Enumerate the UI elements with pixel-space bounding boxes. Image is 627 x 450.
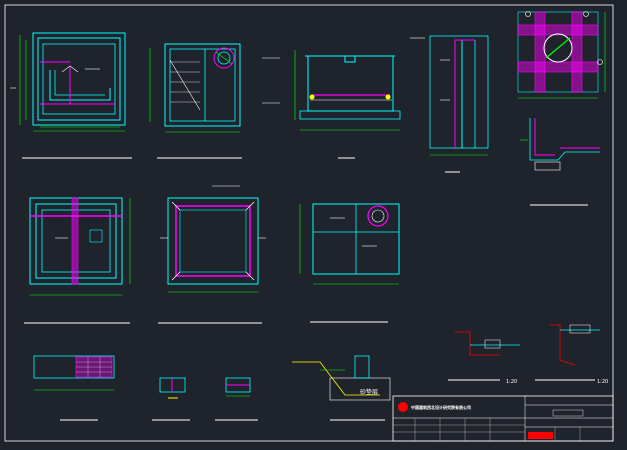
section-view-1: [262, 50, 401, 159]
plan-view-2: [149, 43, 242, 159]
reinforcement-plan: [517, 11, 606, 99]
plan-view-4: [158, 185, 266, 324]
section-view-2: [410, 35, 489, 173]
company-name: 中国建筑西北设计研究院有限公司: [411, 404, 471, 410]
foundation-detail: [292, 355, 391, 421]
detail-view-2: [33, 355, 115, 421]
company-logo: [398, 402, 408, 412]
scale-label-left: 1:20: [506, 379, 517, 385]
plan-view-3: [24, 197, 131, 324]
title-block: [392, 395, 614, 442]
drawing-frame: [4, 4, 614, 442]
detail-view-6: [535, 324, 600, 381]
detail-view-4: [215, 377, 258, 421]
scale-label-right: 1:20: [597, 379, 608, 385]
detail-view-1: [520, 118, 600, 206]
sand-bed-label: 砂垫层: [360, 388, 378, 396]
plan-view-5: [299, 203, 400, 323]
plan-view-1: [10, 32, 132, 159]
detail-view-5: [448, 331, 520, 381]
detail-view-3: [152, 377, 190, 421]
